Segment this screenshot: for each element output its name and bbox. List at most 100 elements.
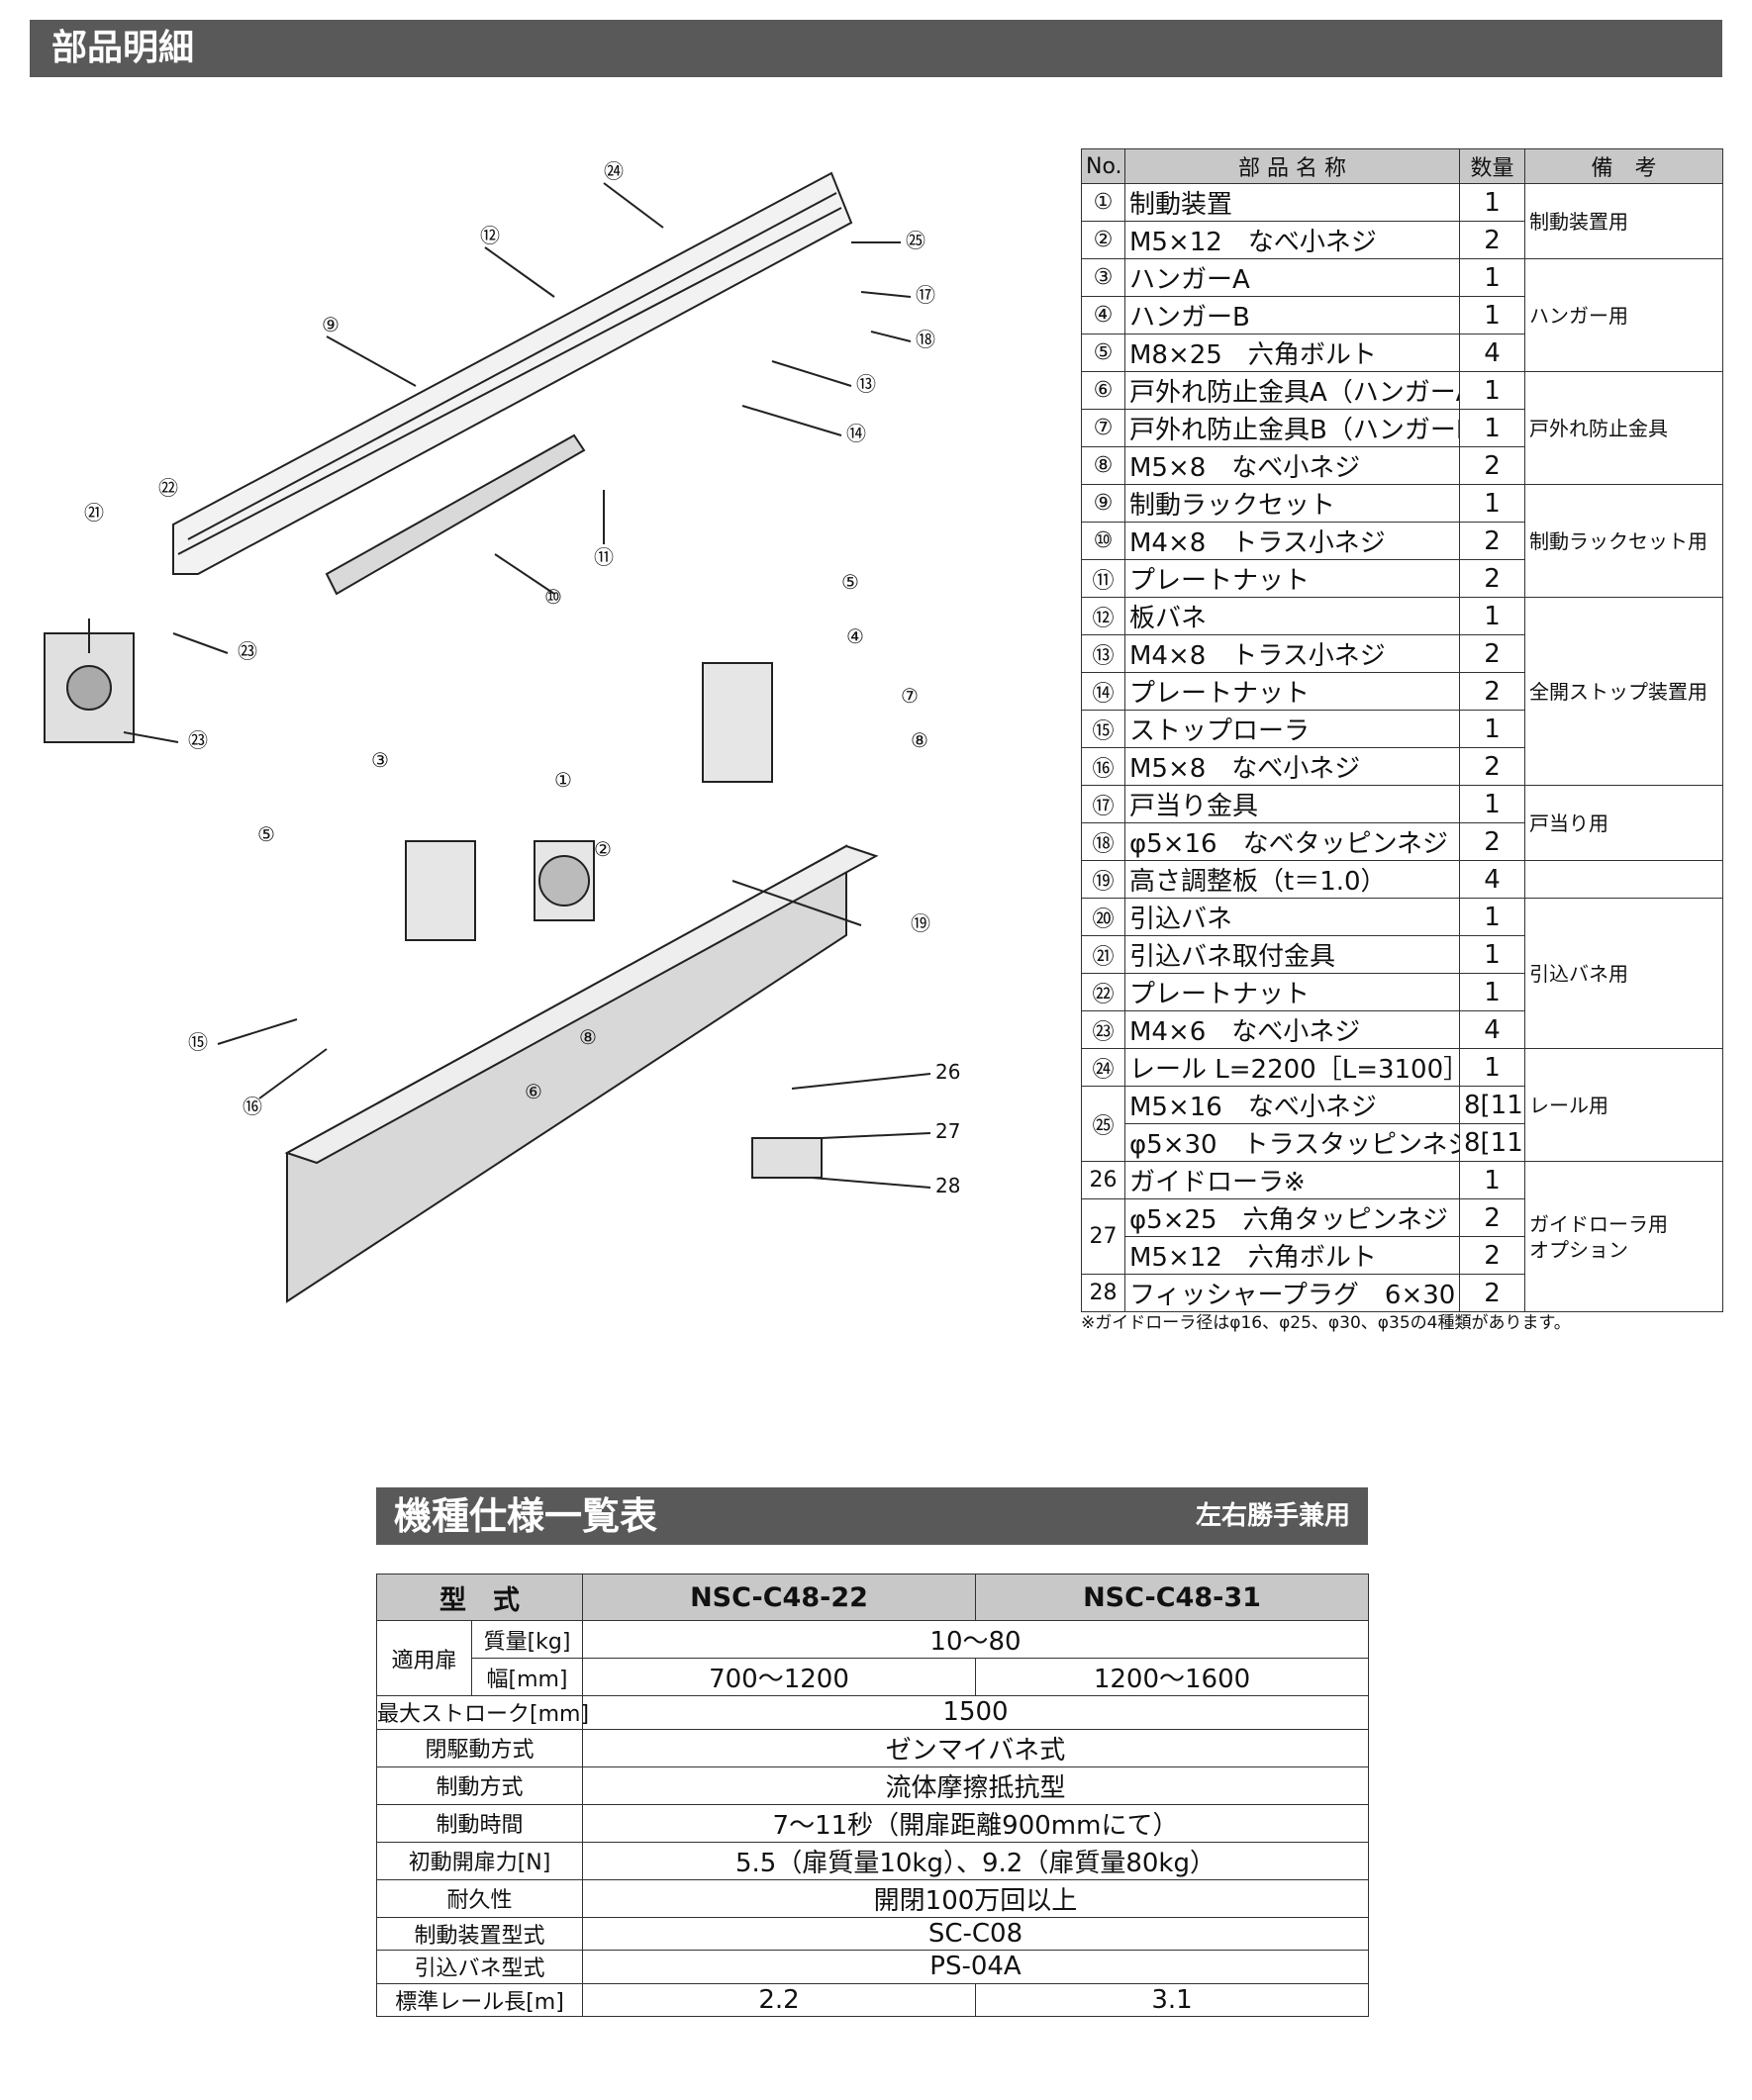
callout: ⑬: [856, 372, 876, 396]
spec-drive-value: ゼンマイバネ式: [582, 1728, 1369, 1767]
part-name: 戸外れ防止金具A（ハンガーA用）: [1124, 371, 1460, 410]
part-name: M5×12 六角ボルト: [1124, 1236, 1460, 1275]
spec-durability-value: 開閉100万回以上: [582, 1878, 1369, 1918]
spec-unit-value: SC-C08: [582, 1916, 1369, 1951]
part-name: プレートナット: [1124, 559, 1460, 598]
part-no: ⑱: [1081, 822, 1125, 861]
spec-force-label: 初動開扉力[N]: [376, 1841, 583, 1880]
callout: ⑱: [916, 328, 935, 351]
spec-time-label: 制動時間: [376, 1803, 583, 1843]
part-qty: 4: [1459, 860, 1525, 899]
part-name: フィッシャープラグ 6×30: [1124, 1274, 1460, 1312]
spec-force-value: 5.5（扉質量10kg）、9.2（扉質量80kg）: [582, 1841, 1369, 1880]
part-name: 戸当り金具: [1124, 785, 1460, 823]
spec-width-2: 1200〜1600: [975, 1658, 1369, 1696]
part-qty: 2: [1459, 672, 1525, 711]
spec-table: 型 式 NSC-C48-22 NSC-C48-31 適用扉 質量[kg] 10〜…: [376, 1574, 1369, 2017]
part-no: ⑫: [1081, 597, 1125, 635]
part-qty: 1: [1459, 484, 1525, 523]
part-name: M4×8 トラス小ネジ: [1124, 634, 1460, 673]
spec-durability-label: 耐久性: [376, 1878, 583, 1918]
hanger-b-shape: [702, 662, 773, 783]
part-note: 戸当り用: [1524, 785, 1723, 861]
part-no: 28: [1081, 1274, 1125, 1312]
spec-stroke-value: 1500: [582, 1695, 1369, 1730]
part-name: ストップローラ: [1124, 710, 1460, 748]
spec-width-label: 幅[mm]: [471, 1658, 583, 1696]
part-name: M5×8 なべ小ネジ: [1124, 446, 1460, 485]
part-qty: 2: [1459, 522, 1525, 560]
part-qty: 1: [1459, 935, 1525, 974]
part-name: ハンガーB: [1124, 296, 1460, 334]
part-name: ハンガーA: [1124, 258, 1460, 297]
spec-door-label: 適用扉: [376, 1620, 472, 1696]
part-name: M5×16 なべ小ネジ: [1124, 1086, 1460, 1124]
part-qty: 8[11]: [1459, 1086, 1525, 1124]
part-note: レール用: [1524, 1048, 1723, 1162]
part-name: 引込バネ取付金具: [1124, 935, 1460, 974]
part-note: 制動装置用: [1524, 183, 1723, 259]
callout: ㉑: [84, 501, 104, 525]
callout: ⑮: [188, 1030, 208, 1054]
part-name: M4×8 トラス小ネジ: [1124, 522, 1460, 560]
part-note: 制動ラックセット用: [1524, 484, 1723, 598]
part-name: プレートナット: [1124, 672, 1460, 711]
footnote: ※ガイドローラ径はφ16、φ25、φ30、φ35の4種類があります。: [1081, 1313, 1571, 1333]
callout: ④: [846, 624, 864, 648]
callout: ⑰: [916, 283, 935, 307]
callout: ㉓: [188, 728, 208, 752]
spec-header-banner: 機種仕様一覧表 左右勝手兼用: [376, 1487, 1368, 1545]
part-qty: 1: [1459, 1161, 1525, 1199]
part-qty: 1: [1459, 597, 1525, 635]
part-qty: 1: [1459, 258, 1525, 297]
part-no: ⑨: [1081, 484, 1125, 523]
part-no: ⑮: [1081, 710, 1125, 748]
spec-spring-label: 引込バネ型式: [376, 1950, 583, 1984]
part-no: ⑬: [1081, 634, 1125, 673]
spec-width-1: 700〜1200: [582, 1658, 976, 1696]
spec-unit-label: 制動装置型式: [376, 1916, 583, 1951]
part-name: φ5×30 トラスタッピンネジ: [1124, 1123, 1460, 1162]
part-qty: 1: [1459, 785, 1525, 823]
callout: ㉓: [238, 639, 257, 663]
part-name: 高さ調整板（t＝1.0）: [1124, 860, 1460, 899]
col-no: No.: [1081, 148, 1125, 184]
spec-title: 機種仕様一覧表: [394, 1494, 658, 1538]
callout: ㉒: [158, 476, 178, 500]
part-no: ⑥: [1081, 371, 1125, 410]
part-no: ④: [1081, 296, 1125, 334]
part-qty: 1: [1459, 973, 1525, 1011]
part-no: ⑲: [1081, 860, 1125, 899]
part-note: ガイドローラ用 オプション: [1524, 1161, 1723, 1312]
spec-drive-label: 閉駆動方式: [376, 1728, 583, 1767]
rail-shape: [172, 171, 853, 575]
spec-brake-label: 制動方式: [376, 1766, 583, 1805]
part-no: ⑦: [1081, 409, 1125, 447]
part-qty: 1: [1459, 1048, 1525, 1087]
part-qty: 8[11]: [1459, 1123, 1525, 1162]
part-no: ⑪: [1081, 559, 1125, 598]
part-qty: 1: [1459, 409, 1525, 447]
callout: ①: [554, 768, 572, 792]
part-name: M8×25 六角ボルト: [1124, 334, 1460, 372]
part-no: ②: [1081, 221, 1125, 259]
callout: ⑯: [243, 1095, 262, 1118]
col-name: 部 品 名 称: [1124, 148, 1460, 184]
part-name: 板バネ: [1124, 597, 1460, 635]
part-name: M5×12 なべ小ネジ: [1124, 221, 1460, 259]
part-qty: 1: [1459, 898, 1525, 936]
callout: ⑲: [911, 911, 930, 935]
callout: ⑥: [525, 1080, 542, 1103]
